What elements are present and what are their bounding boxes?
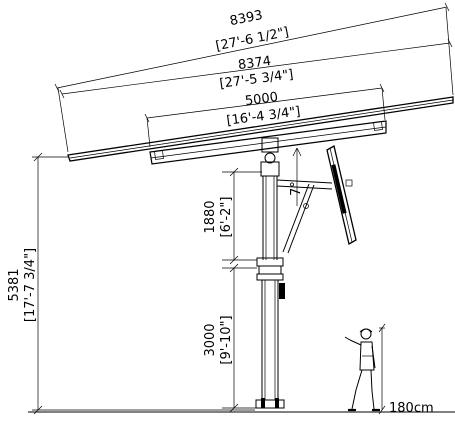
side-panel — [326, 145, 357, 245]
dim-8374-imperial: [27'-5 3/4"] — [219, 67, 295, 92]
dim-5381-imperial: [17'-7 3/4"] — [23, 248, 38, 322]
dim-3000-mm: 3000 — [203, 323, 218, 356]
dim-3000-imperial: [9'-10"] — [219, 315, 234, 364]
dim-1880-mm: 1880 — [203, 200, 218, 233]
brace-arm — [276, 179, 333, 254]
mast-post — [255, 176, 285, 409]
tilt-angle-label: 7° — [289, 181, 304, 196]
dim-8393-imperial: [27'-6 1/2"] — [214, 25, 290, 55]
dimension-3000: 3000 [9'-10"] — [203, 263, 257, 413]
dim-1880-imperial: [6'-2"] — [219, 197, 234, 238]
tilt-angle-indicator: 7° — [289, 147, 304, 206]
dim-5381-mm: 5381 — [7, 268, 22, 301]
dim-8374-mm: 8374 — [237, 54, 272, 73]
dim-8393-mm: 8393 — [229, 8, 264, 29]
dimension-1880: 1880 [6'-2"] — [203, 167, 262, 265]
dim-5000-mm: 5000 — [244, 90, 279, 109]
support-beam — [149, 120, 387, 165]
person-height-label: 180cm — [389, 401, 434, 416]
mast-head — [260, 137, 280, 177]
person-figure — [344, 328, 380, 412]
dimension-person: 180cm — [378, 323, 434, 416]
solar-panel — [67, 96, 454, 162]
dimension-5381: 5381 [17'-7 3/4"] — [7, 152, 255, 415]
dimension-8374: 8374 [27'-5 3/4"] — [59, 38, 453, 99]
